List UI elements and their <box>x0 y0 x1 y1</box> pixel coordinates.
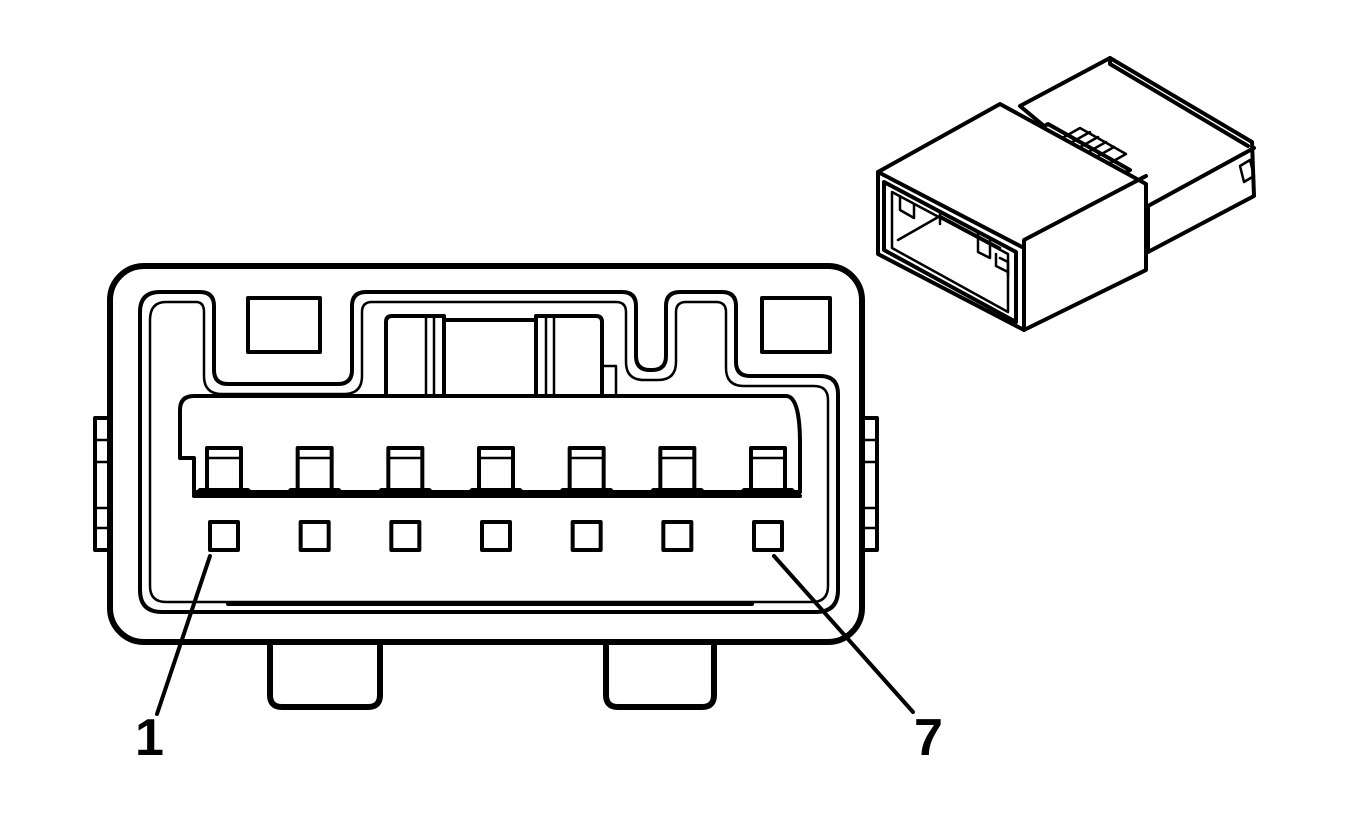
housing-inner-outline <box>138 290 840 614</box>
pin-terminal-4 <box>464 446 528 498</box>
pin-terminal-1 <box>192 446 256 498</box>
terminal-ledge <box>192 490 802 498</box>
callout-label-pin-7: 7 <box>914 709 943 767</box>
connector-isometric-view <box>876 56 1256 332</box>
housing-inner-outline-2 <box>148 300 830 604</box>
connector-face-view <box>93 263 879 710</box>
leader-line-pin-7 <box>772 554 915 714</box>
upper-terminals <box>192 446 800 498</box>
pin-cavity-3 <box>389 520 422 552</box>
pin-cavity-2 <box>298 520 331 552</box>
pin-cavity-5 <box>570 520 603 552</box>
pin-cavity-1 <box>208 520 240 552</box>
bottom-foot-left <box>267 635 383 710</box>
pin-terminal-6 <box>645 446 710 498</box>
key-slot-left <box>246 296 322 354</box>
callout-pin-1: 1 <box>135 554 212 767</box>
callout-label-pin-1: 1 <box>135 709 164 767</box>
pin-terminal-2 <box>282 446 347 498</box>
pin-cavity-6 <box>661 520 694 552</box>
pin-cavities <box>208 520 784 552</box>
pin-terminal-7 <box>736 446 800 498</box>
pin-terminal-5 <box>554 446 619 498</box>
center-latch <box>384 314 618 398</box>
pin-cavity-7 <box>752 520 784 552</box>
callout-pin-7: 7 <box>772 554 943 767</box>
pin-terminal-3 <box>373 446 438 498</box>
key-slot-right <box>760 296 832 354</box>
pin-cavity-4 <box>480 520 512 552</box>
leader-line-pin-1 <box>155 554 212 716</box>
bottom-foot-right <box>603 635 717 710</box>
